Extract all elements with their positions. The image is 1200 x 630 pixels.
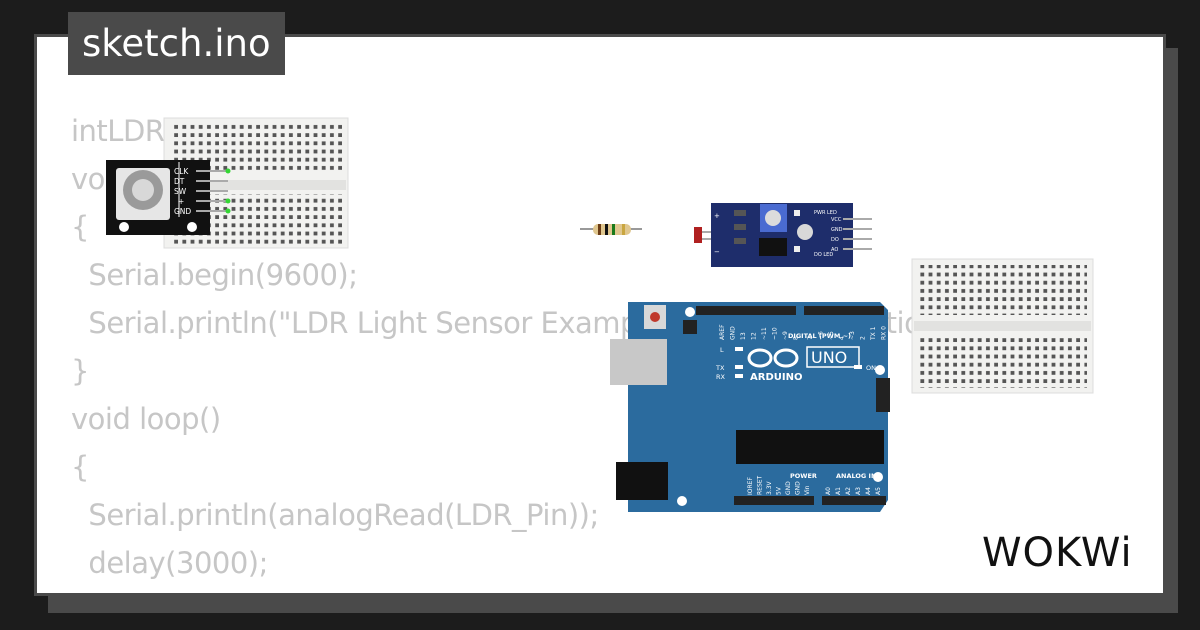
arduino-model-text: UNO [811,348,847,367]
arduino-digital-pin-label: 13 [740,332,747,340]
encoder-pin-label: GND [174,207,191,216]
ldr-sensor-module[interactable]: + − PWR LED DO LED VCC GND DO AO [694,203,872,267]
rotary-encoder[interactable]: CLK DT SW + GND [106,160,231,235]
arduino-l-label: L [720,346,724,354]
arduino-analog-pin-label: A2 [845,487,852,495]
code-line: } [71,354,89,388]
arduino-digital-pin-label: 7 [807,336,814,340]
arduino-digital-pin-label: 12 [751,332,758,340]
arduino-digital-pin-label: ~5 [828,331,835,340]
arduino-power-pin-label: IOREF [747,477,754,495]
arduino-infinity-logo [747,348,799,368]
arduino-digital-pin-label: ~3 [849,331,856,340]
arduino-brand-text: ARDUINO [750,372,802,383]
arduino-digital-pin-label: ~11 [761,327,768,340]
resistor[interactable] [580,224,642,235]
arduino-digital-pin-label: ~6 [818,331,825,340]
arduino-digital-label: DIGITAL (PWM ~) [788,332,851,340]
code-line: Serial.begin(9600); [71,258,358,292]
arduino-digital-pin-label: 4 [839,336,846,340]
encoder-pin-label: DT [174,177,185,186]
code-line: { [71,450,89,484]
arduino-power-pin-label: GND [785,481,792,495]
arduino-power-pin-label: 5V [776,486,783,495]
arduino-analog-pin-label: A5 [875,487,882,495]
arduino-power-pin-label: 3.3V [766,480,773,495]
arduino-power-pin-label: Vin [804,485,811,495]
encoder-pin-label: SW [174,187,187,196]
ldr-label: PWR LED [814,210,837,216]
ldr-label: AO [831,247,838,253]
encoder-pin-label: CLK [174,167,189,176]
svg-text:−: − [714,248,720,256]
arduino-analog-pin-label: A0 [825,487,832,495]
code-line: void loop() [71,402,221,436]
ldr-label: VCC [831,217,842,223]
arduino-analog-label: ANALOG IN [836,472,876,480]
arduino-digital-pin-label: TX 1 [870,326,877,341]
arduino-power-pin-label: GND [795,481,802,495]
svg-text:+: + [714,212,720,220]
arduino-power-label: POWER [790,472,817,480]
arduino-digital-pin-label: RX 0 [881,326,888,340]
encoder-pin-label: + [178,197,184,206]
arduino-power-pin-label: RESET [757,475,764,495]
sketch-filename-tab[interactable]: sketch.ino [68,12,285,75]
wokwi-logo: WOKWi [982,530,1133,576]
arduino-analog-pin-label: A4 [865,487,872,495]
arduino-digital-pin-label: ~9 [782,331,789,340]
arduino-on-label: ON [866,364,876,372]
arduino-digital-pin-label: ~10 [772,327,779,340]
code-line: delay(3000); [71,546,268,580]
arduino-analog-pin-label: A1 [835,487,842,495]
arduino-uno-board[interactable]: L TX RX ON DIGITAL (PWM ~) POWER ANALOG … [610,302,890,512]
arduino-analog-pin-label: A3 [855,487,862,495]
ldr-label: GND [831,227,843,233]
ldr-label: DO LED [814,252,833,258]
arduino-digital-pin-label: 8 [793,336,800,340]
mini-breadboard-right[interactable] [911,258,1094,394]
arduino-digital-pin-label: GND [730,326,737,340]
arduino-rx-label: RX [716,373,726,381]
arduino-tx-label: TX [715,364,725,372]
arduino-digital-pin-label: 2 [860,336,867,340]
code-line: { [71,210,89,244]
wokwi-logo-text: WOKWi [982,530,1133,576]
arduino-digital-pin-label: AREF [719,324,726,340]
code-line: Serial.println(analogRead(LDR_Pin)); [71,498,599,532]
ldr-label: DO [831,237,839,243]
